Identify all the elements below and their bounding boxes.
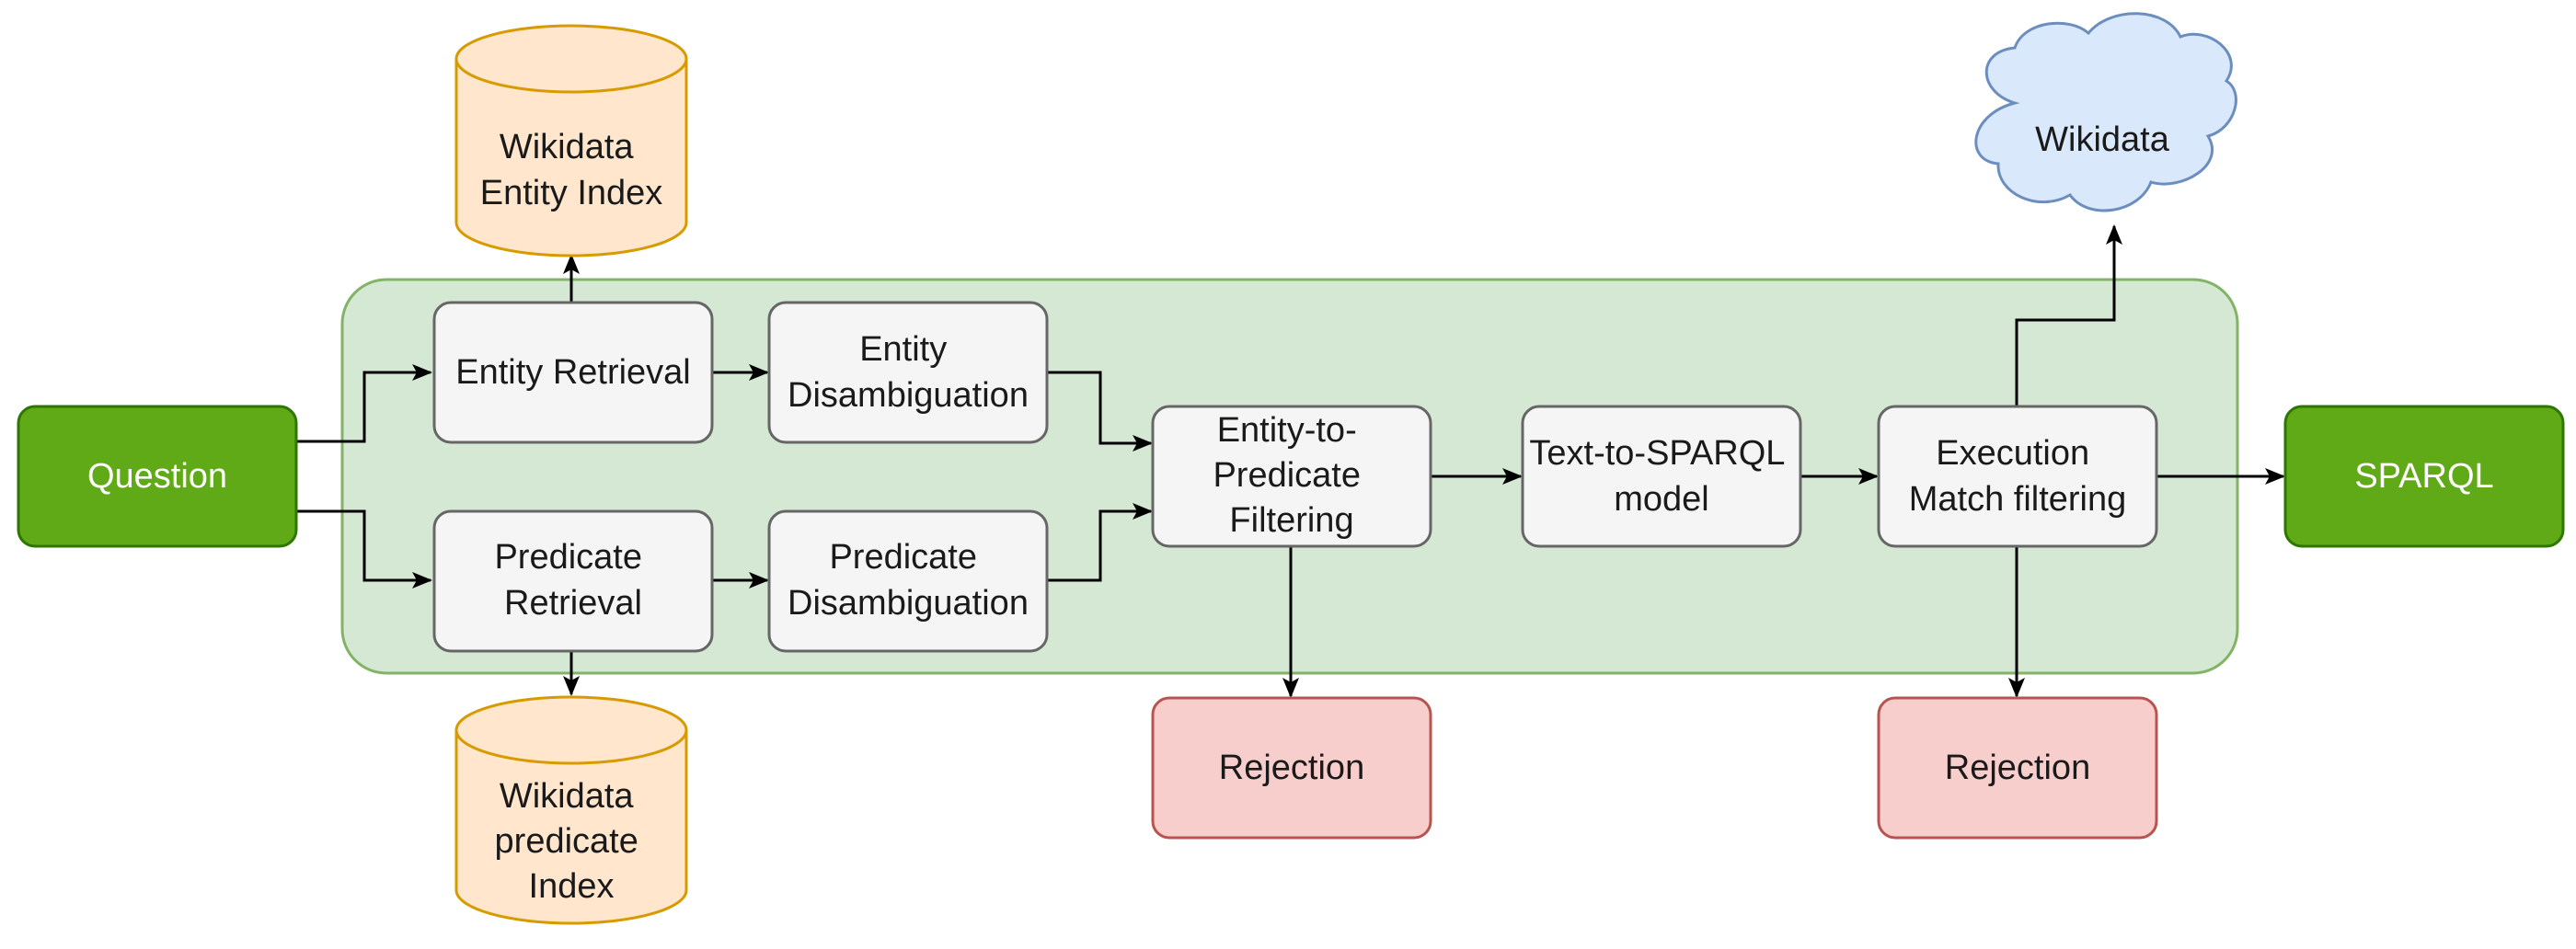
question-node: Question	[17, 405, 298, 548]
entity-retrieval-label-line-1: Entity Retrieval	[455, 353, 691, 392]
text-to-sparql-label-line-2: model	[1614, 480, 1709, 519]
entity-to-predicate-filtering-label: Entity-to- Predicate Filtering	[1213, 411, 1370, 540]
wikidata-entity-index-label-line-1: Wikidata	[500, 128, 635, 166]
edge-entity-disambiguation-to-filtering	[1047, 371, 1153, 452]
predicate-disambiguation-node: Predicate Disambiguation	[767, 509, 1049, 653]
text-to-sparql-label-line-1: Text-to-SPARQL	[1529, 434, 1784, 473]
predicate-disambiguation-label: Predicate Disambiguation	[788, 538, 1029, 623]
text-to-sparql-label: Text-to-SPARQL model	[1529, 434, 1793, 519]
wikidata-cloud: Wikidata	[1974, 12, 2237, 212]
wikidata-predicate-index-label: Wikidata predicate Index	[495, 777, 649, 906]
edge-question-to-predicate-retrieval	[296, 509, 432, 589]
entity-disambiguation-label-line-1: Entity	[859, 330, 947, 369]
edges	[296, 224, 2285, 698]
execution-match-filtering-label-line-2: Match filtering	[1909, 480, 2127, 519]
wikidata-entity-index-label-line-2: Entity Index	[480, 174, 663, 212]
entity-to-predicate-filtering-label-line-1: Entity-to-	[1217, 411, 1357, 450]
predicate-disambiguation-label-line-2: Disambiguation	[788, 584, 1029, 623]
sparql-label: SPARQL	[2354, 457, 2493, 496]
question-label: Question	[87, 457, 227, 496]
rejection-node-1: Rejection	[1151, 696, 1432, 840]
predicate-disambiguation-label-line-1: Predicate	[829, 538, 977, 577]
entity-retrieval-label: Entity Retrieval	[455, 353, 691, 392]
wikidata-cloud-label: Wikidata	[2035, 120, 2170, 159]
wikidata-predicate-index-label-line-3: Index	[529, 867, 615, 906]
edge-execution-to-wikidata	[2015, 224, 2122, 406]
entity-disambiguation-label-line-2: Disambiguation	[788, 376, 1029, 415]
entity-to-predicate-filtering-label-line-3: Filtering	[1229, 501, 1353, 540]
entity-retrieval-node: Entity Retrieval	[432, 301, 714, 444]
edge-question-to-entity-retrieval	[296, 364, 432, 443]
entity-disambiguation-label: Entity Disambiguation	[788, 330, 1029, 415]
wikidata-predicate-index-label-line-2: predicate	[495, 822, 638, 861]
edge-predicate-disambiguation-to-filtering	[1047, 503, 1153, 582]
execution-match-filtering-node: Execution Match filtering	[1877, 405, 2158, 548]
rejection-label-1-line-1: Rejection	[1219, 749, 1364, 787]
sparql-label-line-1: SPARQL	[2354, 457, 2493, 496]
wikidata-cloud-label-line-1: Wikidata	[2035, 120, 2170, 159]
predicate-retrieval-label-line-1: Predicate	[494, 538, 642, 577]
predicate-retrieval-label: Predicate Retrieval	[494, 538, 651, 623]
rejection-node-2: Rejection	[1877, 696, 2158, 840]
execution-match-filtering-label-line-1: Execution	[1936, 434, 2089, 473]
rejection-label-2: Rejection	[1945, 749, 2090, 787]
entity-to-predicate-filtering-label-line-2: Predicate	[1213, 456, 1361, 495]
entity-disambiguation-node: Entity Disambiguation	[767, 301, 1049, 444]
wikidata-predicate-index-label-line-1: Wikidata	[500, 777, 635, 816]
wikidata-predicate-index-database: Wikidata predicate Index	[454, 695, 688, 925]
wikidata-entity-index-database: Wikidata Entity Index	[454, 24, 688, 257]
text-to-sparql-node: Text-to-SPARQL model	[1521, 405, 1802, 548]
entity-to-predicate-filtering-node: Entity-to- Predicate Filtering	[1151, 405, 1432, 548]
question-label-line-1: Question	[87, 457, 227, 496]
sparql-node: SPARQL	[2283, 405, 2565, 548]
rejection-label-2-line-1: Rejection	[1945, 749, 2090, 787]
predicate-retrieval-label-line-2: Retrieval	[504, 584, 642, 623]
rejection-label-1: Rejection	[1219, 749, 1364, 787]
wikidata-entity-index-label: Wikidata Entity Index	[480, 128, 663, 212]
predicate-retrieval-node: Predicate Retrieval	[432, 509, 714, 653]
execution-match-filtering-label: Execution Match filtering	[1909, 434, 2127, 519]
